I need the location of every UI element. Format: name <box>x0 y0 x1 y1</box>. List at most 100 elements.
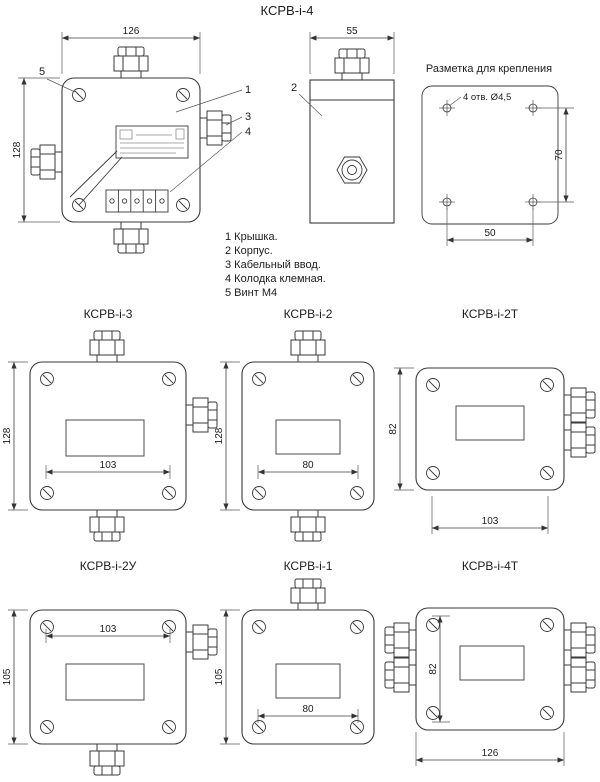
dim-inner-width: 103 <box>431 496 549 534</box>
box-ksrv-i-1: КСРВ-i-1 80 105 <box>214 559 375 745</box>
nameplate <box>459 645 525 681</box>
box-side-body <box>309 79 395 224</box>
dim-width-55: 55 <box>309 26 395 74</box>
nameplate <box>65 663 145 701</box>
cable-gland-top <box>290 330 326 363</box>
cable-gland-top <box>89 330 125 363</box>
legend-item: 5 Винт М4 <box>225 287 277 299</box>
corner-screw <box>176 198 190 212</box>
dim-label: 126 <box>123 26 140 37</box>
corner-screw <box>426 378 440 392</box>
corner-screw <box>40 372 54 386</box>
dim-inner-width: 103 <box>45 624 171 643</box>
dim-label: 128 <box>214 427 225 444</box>
mounting-hole <box>438 193 456 211</box>
holes-note: 4 отв. Ø4,5 <box>448 92 511 107</box>
dim-label: 82 <box>428 663 439 675</box>
dim-inner-width: 80 <box>257 704 359 723</box>
dim-label: 82 <box>388 423 399 435</box>
corner-screw <box>426 618 440 632</box>
cable-gland-top <box>113 46 149 79</box>
corner-screw <box>40 486 54 500</box>
dim-height-128: 128 <box>12 77 60 223</box>
legend-item: 3 Кабельный ввод. <box>225 259 321 271</box>
legend-item: 4 Колодка клемная. <box>225 273 326 285</box>
dim-label: 128 <box>2 427 13 444</box>
holes-note-label: 4 отв. Ø4,5 <box>463 92 511 103</box>
dim-label: 70 <box>554 149 565 161</box>
corner-screw <box>162 372 176 386</box>
corner-screw <box>72 88 86 102</box>
box-ksrv-i-3: КСРВ-i-3 103 128 <box>2 307 218 542</box>
box-title: КСРВ-i-2У <box>80 559 137 573</box>
corner-screw <box>540 706 554 720</box>
corner-screw <box>350 486 364 500</box>
terminal-block <box>105 189 169 213</box>
dim-label: 128 <box>12 141 23 158</box>
dim-height: 105 <box>2 609 28 745</box>
dim-inner-width: 80 <box>257 460 359 479</box>
nameplate <box>275 663 341 699</box>
legend-item: 2 Корпус. <box>225 245 273 257</box>
dim-label: 50 <box>484 228 496 239</box>
dim-label: 80 <box>302 704 314 715</box>
box-title: КСРВ-i-3 <box>84 307 133 321</box>
callout-5-screw: 5 <box>39 66 76 93</box>
box-title: КСРВ-i-1 <box>284 559 333 573</box>
cable-gland-top <box>334 48 370 81</box>
cable-gland-bottom <box>290 509 326 542</box>
gland-end-view <box>336 156 368 184</box>
cable-gland-bottom <box>113 221 149 254</box>
callout-number: 5 <box>39 66 45 78</box>
front-view: 126 128 5 1 3 4 <box>12 26 251 254</box>
cable-gland-right <box>563 622 596 658</box>
corner-screw <box>350 720 364 734</box>
corner-screw <box>252 372 266 386</box>
cable-gland-right <box>563 422 596 458</box>
nameplate <box>455 405 525 441</box>
dim-height: 105 <box>214 609 240 745</box>
cable-gland-bottom <box>89 743 125 776</box>
callout-number: 2 <box>291 82 297 94</box>
cable-gland-top <box>290 578 326 611</box>
corner-screw <box>40 620 54 634</box>
corner-screw <box>252 720 266 734</box>
box-ksrv-i-2t: КСРВ-i-2Т 82 103 <box>388 307 596 534</box>
dim-vertical-70: 70 <box>539 107 574 203</box>
box-ksrv-i-4t: КСРВ-i-4Т 82 126 <box>384 559 596 766</box>
dim-label: 126 <box>482 748 499 759</box>
side-view: 2 55 <box>291 26 395 224</box>
mounting-hole <box>524 193 542 211</box>
corner-screw <box>176 88 190 102</box>
mounting-title: Разметка для крепления <box>426 63 552 75</box>
cable-gland-left <box>384 622 417 658</box>
cable-gland-left <box>384 657 417 693</box>
dim-height: 128 <box>214 361 240 511</box>
nameplate <box>65 419 145 457</box>
dim-label: 103 <box>100 624 117 635</box>
box-title: КСРВ-i-2Т <box>462 307 519 321</box>
mounting-hole <box>524 99 542 117</box>
box-ksrv-i-2u: КСРВ-i-2У 103 105 <box>2 559 218 776</box>
callout-number: 4 <box>245 126 251 138</box>
cable-gland-bottom <box>89 509 125 542</box>
cable-gland-right <box>185 624 218 660</box>
callout-2-body: 2 <box>291 82 323 117</box>
corner-screw <box>350 620 364 634</box>
corner-screw <box>350 372 364 386</box>
cable-gland-right <box>199 110 232 146</box>
dim-width: 126 <box>415 732 565 766</box>
callout-1-lid: 1 <box>175 84 251 113</box>
mounting-template: Разметка для крепления 4 отв. Ø4,5 70 50 <box>421 63 574 246</box>
corner-screw <box>162 720 176 734</box>
dim-height: 82 <box>388 367 414 491</box>
callout-number: 3 <box>245 111 251 123</box>
callout-3-gland: 3 <box>225 111 251 126</box>
dim-label: 105 <box>2 668 13 685</box>
box-title: КСРВ-i-2 <box>284 307 333 321</box>
nameplate <box>115 125 189 159</box>
dim-label: 55 <box>346 26 358 37</box>
dim-horizontal-50: 50 <box>446 208 534 246</box>
